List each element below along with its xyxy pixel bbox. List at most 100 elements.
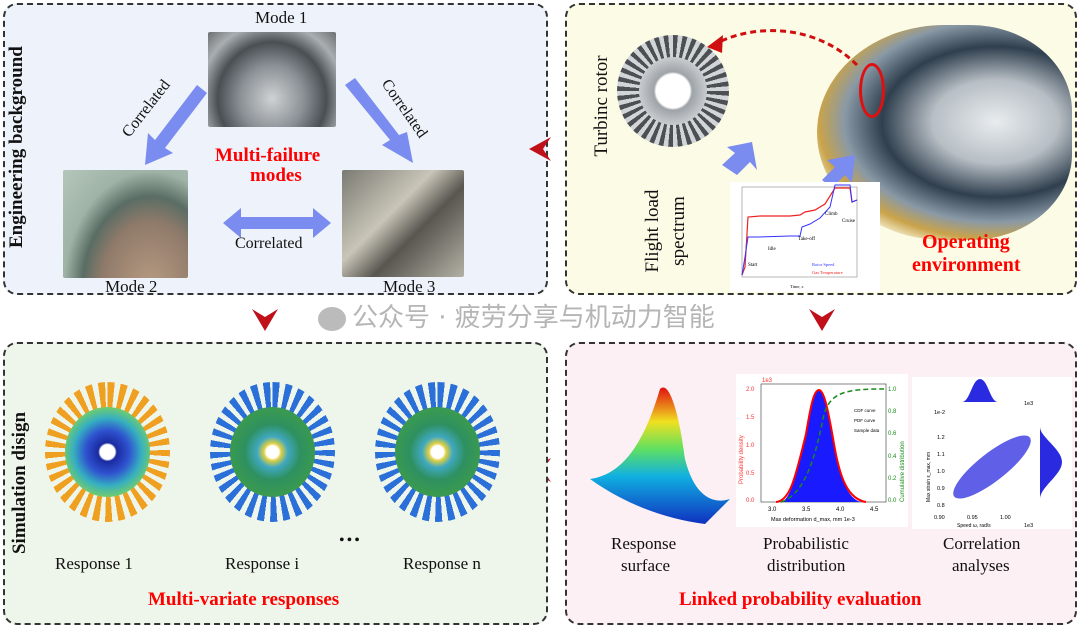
chevron-down-icon-right <box>809 309 835 331</box>
rotor-speed-series <box>741 184 858 276</box>
ellipsis: ••• <box>339 532 362 549</box>
scatter-points <box>953 435 1031 499</box>
svg-text:1.0: 1.0 <box>937 469 945 475</box>
phase-takeoff: Take-off <box>798 237 815 242</box>
mode2-label: Mode 2 <box>105 277 158 296</box>
probability-histogram: 1e3 0.0 0.5 1.0 1.5 2.0 0.0 0.2 0.4 0.6 … <box>736 374 908 527</box>
pdf-curve <box>775 388 867 503</box>
legend-sample: Sample data <box>854 428 880 433</box>
svg-text:0.8: 0.8 <box>888 409 897 415</box>
dashed-red-arrow <box>716 29 859 67</box>
svg-text:1.0: 1.0 <box>746 443 755 449</box>
mode1-photo <box>208 32 336 127</box>
svg-text:1.1: 1.1 <box>937 452 945 458</box>
blue-arrow-up-right <box>822 155 855 188</box>
svg-text:1.0: 1.0 <box>888 387 897 393</box>
svg-text:0.95: 0.95 <box>967 515 978 521</box>
mode3-photo <box>342 170 464 277</box>
hist-ylabel: Probability density <box>739 435 745 484</box>
response-1-label: Response 1 <box>55 554 133 573</box>
legend-rotor-speed: Rotor Speed <box>812 262 835 267</box>
hist-scale: 1e3 <box>762 378 773 384</box>
svg-text:1.2: 1.2 <box>937 435 945 441</box>
legend-pdf: PDF curve <box>854 418 876 423</box>
gas-temperature-series <box>741 187 858 276</box>
wechat-icon <box>318 306 346 331</box>
right-marginal-histogram <box>1040 427 1062 499</box>
correlation-arrows <box>145 78 413 238</box>
phase-start: Start <box>748 263 758 268</box>
svg-text:3.5: 3.5 <box>802 507 811 513</box>
operating-arrows <box>707 29 859 188</box>
sample-data-bars <box>781 390 861 502</box>
svg-text:1e-2: 1e-2 <box>934 410 945 416</box>
chevron-down-icon-left <box>252 309 278 331</box>
watermark-text: 公众号 · 疲劳分享与机动力智能 <box>352 303 715 333</box>
scatter-ylabel: Max strain ε_max, mm <box>926 452 932 502</box>
legend-gas-temperature: Gas Temperature <box>812 270 843 275</box>
svg-text:4.0: 4.0 <box>836 507 845 513</box>
svg-text:0.9: 0.9 <box>937 486 945 492</box>
svg-text:0.4: 0.4 <box>888 454 897 460</box>
svg-text:0.8: 0.8 <box>937 503 945 509</box>
operating-environment-panel: Turbinc rotor Flight load spectrum Start… <box>565 3 1077 295</box>
arrow-mode1-mode2 <box>145 85 207 165</box>
flight-load-chart: Start Idle Take-off Climb Cruise Rotor S… <box>730 182 880 292</box>
response-surface-label-1: Response <box>611 534 677 553</box>
response-n-label: Response n <box>403 554 481 573</box>
flight-load-label-2: spectrum <box>668 196 689 266</box>
correlation-scatter: 1e-2 1e3 1.2 1.1 1.0 0.9 0.8 0.90 0.95 1… <box>912 377 1072 529</box>
response-i-image <box>210 382 335 522</box>
rotor-highlight-circle <box>859 63 885 118</box>
top-marginal-histogram <box>962 379 998 402</box>
svg-text:0.0: 0.0 <box>746 498 755 504</box>
arrow-mode2-mode3 <box>223 208 331 238</box>
mode2-photo <box>63 170 188 278</box>
watermark: 公众号 · 疲劳分享与机动力智能 <box>318 302 715 334</box>
svg-text:0.2: 0.2 <box>888 476 897 482</box>
correlated-label-bottom: Correlated <box>235 235 303 252</box>
probabilistic-label-2: distribution <box>767 556 846 575</box>
engineering-background-panel: Engineering background Mode 1 Mode 2 Mod… <box>3 3 548 296</box>
x-axis-label: Time, s <box>790 284 804 290</box>
phase-cruise: Cruise <box>842 219 856 224</box>
svg-text:1.5: 1.5 <box>746 415 755 421</box>
correlation-label-2: analyses <box>952 556 1010 575</box>
svg-text:0.5: 0.5 <box>746 471 755 477</box>
multi-failure-title: Multi-failure <box>215 145 321 166</box>
flight-load-label-1: Flight load <box>642 189 663 273</box>
legend-cdf: CDF curve <box>854 408 876 413</box>
probabilistic-label-1: Probabilistic <box>763 534 849 553</box>
phase-idle: Idle <box>768 247 777 252</box>
svg-text:3.0: 3.0 <box>768 507 777 513</box>
svg-text:2.0: 2.0 <box>746 387 755 393</box>
response-surface-label-2: surface <box>621 556 671 575</box>
hist-y2label: Cumulative distribution <box>900 441 906 502</box>
multi-variate-title: Multi-variate responses <box>148 589 340 610</box>
svg-text:0.6: 0.6 <box>888 431 897 437</box>
svg-text:1.00: 1.00 <box>1000 515 1011 521</box>
chevron-left-icon-top <box>529 137 551 161</box>
simulation-design-panel: Simulation disign Response 1 Response i … <box>3 342 548 625</box>
mode1-label: Mode 1 <box>255 8 308 27</box>
svg-text:4.5: 4.5 <box>870 507 879 513</box>
arrow-mode1-mode3 <box>345 78 413 163</box>
response-i-label: Response i <box>225 554 300 573</box>
multi-failure-title-2: modes <box>250 165 302 186</box>
turbine-rotor-image <box>617 35 729 147</box>
svg-text:0.90: 0.90 <box>934 515 945 521</box>
phase-climb: Climb <box>825 212 838 217</box>
operating-title-2: environment <box>912 254 1021 276</box>
svg-text:1e3: 1e3 <box>1024 523 1033 529</box>
correlation-label-1: Correlation <box>943 534 1021 553</box>
linked-probability-title: Linked probability evaluation <box>679 589 922 610</box>
scatter-xlabel: Speed ω, rad/s <box>957 523 991 529</box>
simulation-design-title: Simulation disign <box>9 411 30 555</box>
blue-arrow-up-left <box>722 142 757 175</box>
linked-probability-panel: Response surface 1e3 0.0 0.5 1.0 1.5 2.0… <box>565 342 1077 625</box>
svg-text:0.0: 0.0 <box>888 498 897 504</box>
svg-text:1e3: 1e3 <box>1024 401 1033 407</box>
operating-title-1: Operating <box>922 231 1010 253</box>
response-n-image <box>375 382 500 522</box>
hist-xlabel: Max deformation d_max, mm 1e-3 <box>771 517 855 523</box>
